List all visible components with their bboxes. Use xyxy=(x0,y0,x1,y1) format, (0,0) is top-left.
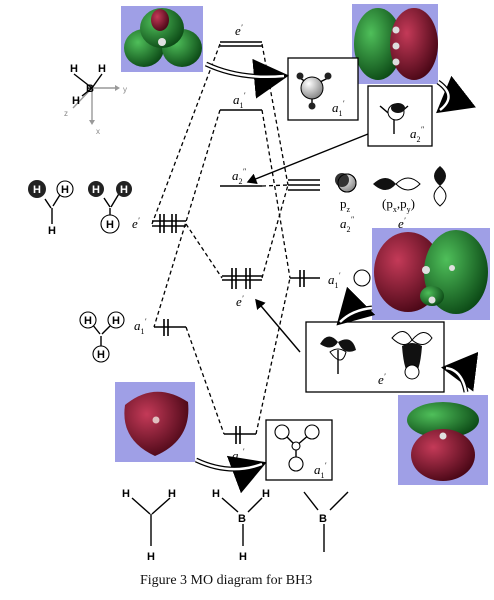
label-pz: pz xyxy=(340,196,351,214)
svg-text:H: H xyxy=(92,184,100,196)
mo-picture-a1-prime-bonding xyxy=(115,382,195,462)
svg-text:H: H xyxy=(97,349,105,361)
svg-text:H: H xyxy=(168,488,176,500)
atom-h-top-right: H xyxy=(98,63,106,75)
label-box-a1-bonding: a1′ xyxy=(314,461,327,480)
correlation-lines xyxy=(151,43,291,435)
svg-text:H: H xyxy=(262,488,270,500)
axis-label-x: x xyxy=(96,127,100,136)
boron-ao-levels: a1′ xyxy=(288,179,371,290)
svg-text:H: H xyxy=(122,488,130,500)
atom-boron-sketch: B xyxy=(86,83,94,95)
mo-picture-e-prime-antibonding xyxy=(121,6,203,72)
svg-text:H: H xyxy=(106,219,114,231)
label-box-a2: a2″ xyxy=(410,125,425,144)
label-px-py-e: e′ xyxy=(398,216,406,231)
atom-h-front: H xyxy=(72,95,80,107)
label-boron-s-a1: a1′ xyxy=(328,271,341,290)
figure-caption: Figure 3 MO diagram for BH3 xyxy=(140,573,312,588)
boron-s-orbital xyxy=(353,269,371,287)
svg-text:H: H xyxy=(239,551,247,563)
h3-a1-prime-orbital: H H H xyxy=(79,311,125,363)
atom-h-top-left: H xyxy=(70,63,78,75)
svg-text:H: H xyxy=(147,551,155,563)
axis-label-y: y xyxy=(123,85,127,94)
label-box-a1-antibonding: a1′ xyxy=(332,99,345,118)
svg-text:H: H xyxy=(120,184,128,196)
label-box-e-bonding: e′ xyxy=(378,372,386,387)
svg-text:H: H xyxy=(48,225,56,237)
box-a1-prime-antibonding: a1′ xyxy=(287,57,359,121)
label-pz-a2: a2″ xyxy=(340,215,355,234)
atom-boron-bottom: B xyxy=(238,513,246,525)
label-a1-prime-antibonding: a1′ xyxy=(233,91,246,110)
label-h3-a1-prime: a1′ xyxy=(134,317,147,336)
label-a2-double-prime: a2″ xyxy=(232,167,247,186)
bh3-coordinate-sketch: H H B H y z x xyxy=(64,63,127,136)
label-px-py: (px,py) xyxy=(382,196,415,214)
svg-text:H: H xyxy=(61,184,69,196)
label-h3-e-prime: e′ xyxy=(132,216,140,231)
box-a1-prime-bonding: a1′ xyxy=(265,419,333,481)
h3-fragment-levels: e′ a1′ xyxy=(132,214,186,336)
mo-picture-e-prime-bonding xyxy=(398,395,488,485)
boron-p-orbitals: pz a2″ (px,py) e′ xyxy=(335,166,447,234)
mo-picture-a2-double-prime-top-right xyxy=(352,4,438,84)
axis-label-z: z xyxy=(64,109,68,118)
label-e-prime-antibonding: e′ xyxy=(235,23,243,38)
label-a1-prime-bonding: a1′ xyxy=(232,447,245,466)
svg-text:H: H xyxy=(212,488,220,500)
svg-text:H: H xyxy=(84,315,92,327)
bottom-structure-h3: H H H xyxy=(122,488,176,563)
box-a2-double-prime: a2″ xyxy=(367,85,433,147)
arrows xyxy=(194,58,479,494)
svg-text:H: H xyxy=(33,184,41,196)
bottom-structure-b: B xyxy=(303,491,349,552)
label-e-prime-bonding: e′ xyxy=(236,294,244,309)
bottom-structure-bh3: H H B H xyxy=(212,488,270,563)
mo-picture-e-prime-boron-p xyxy=(372,228,490,320)
svg-text:B: B xyxy=(319,513,327,525)
mo-levels: e′ a1′ a2″ e′ a1′ xyxy=(220,23,262,466)
box-e-prime-bonding: e′ xyxy=(305,321,445,393)
h3-e-prime-orbitals: H H H H H H xyxy=(28,180,132,237)
svg-text:H: H xyxy=(112,315,120,327)
